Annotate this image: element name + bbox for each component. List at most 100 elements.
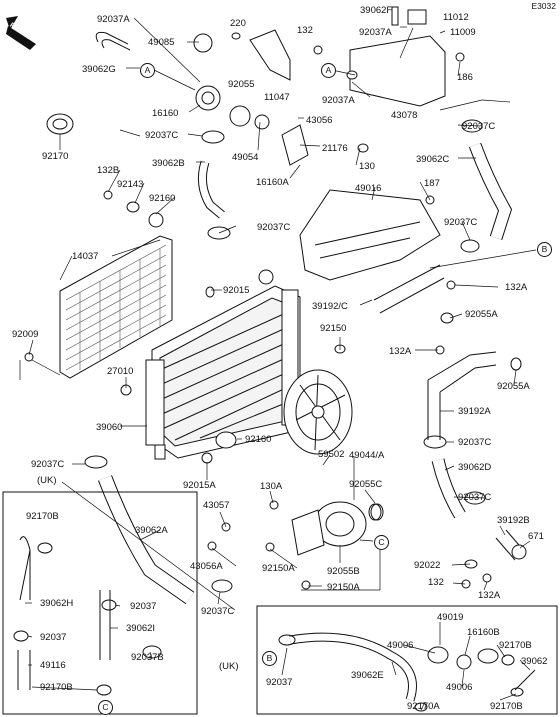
part-number-label: 92170B <box>40 682 73 693</box>
part-number-label: 92055A <box>465 309 498 320</box>
part-number-label: 92037A <box>359 27 392 38</box>
callout-marker: A <box>140 63 155 78</box>
part-number-label: 92055C <box>349 479 383 490</box>
part-number-label: 92037C <box>31 459 65 470</box>
part-number-label: 39062A <box>135 525 168 536</box>
part-number-label: 14037 <box>72 251 99 262</box>
part-number-label: 92150A <box>262 563 295 574</box>
water-pump-drawing <box>291 501 382 556</box>
part-number-label: 43056A <box>190 561 223 572</box>
callout-marker: B <box>537 242 552 257</box>
part-number-label: 39062H <box>40 598 74 609</box>
part-number-label: 39192B <box>497 515 530 526</box>
part-number-label: 92170A <box>407 701 440 712</box>
part-number-label: 132 <box>297 25 313 36</box>
callout-marker: C <box>98 700 113 715</box>
part-number-label: 49006 <box>446 682 473 693</box>
part-number-label: 92170 <box>42 151 69 162</box>
callout-marker: C <box>374 535 389 550</box>
part-number-label: 92037A <box>97 14 130 25</box>
part-number-label: 43056 <box>306 115 333 126</box>
part-number-label: 92037 <box>266 677 293 688</box>
part-number-label: 59502 <box>318 449 345 460</box>
part-number-label: 92037C <box>444 217 478 228</box>
part-number-label: 92170B <box>490 701 523 712</box>
part-number-label: 92055B <box>327 566 360 577</box>
part-number-label: 132A <box>505 282 528 293</box>
front-arrow-icon: FRONT <box>6 14 42 52</box>
part-number-label: 92160 <box>149 193 176 204</box>
radiator-screen-drawing <box>59 235 173 379</box>
part-number-label: 16160A <box>256 177 289 188</box>
part-number-label: 92037C <box>458 492 492 503</box>
part-number-label: 92015A <box>183 480 216 491</box>
part-number-label: 187 <box>424 178 440 189</box>
part-number-label: 39060 <box>96 422 123 433</box>
part-number-label: 49006 <box>387 640 414 651</box>
part-number-label: 92015 <box>223 285 250 296</box>
radiator-drawing <box>145 269 301 460</box>
part-number-label: 132A <box>389 346 412 357</box>
part-number-label: 132A <box>478 590 501 601</box>
part-number-label: 92160 <box>245 434 272 445</box>
part-number-label: 49019 <box>437 612 464 623</box>
part-number-label: 49116 <box>40 660 66 671</box>
part-number-label: 39062 <box>521 656 548 667</box>
part-number-label: 43057 <box>203 500 230 511</box>
shroud-drawing <box>299 189 441 281</box>
diagram-code: E3032 <box>531 1 556 11</box>
part-number-label: 39062B <box>152 158 185 169</box>
part-number-label: 92055A <box>497 381 530 392</box>
part-number-label: 92055 <box>228 79 255 90</box>
reservoir-drawing <box>349 6 446 107</box>
part-number-label: 92037 <box>40 632 67 643</box>
part-number-label: 130A <box>260 481 283 492</box>
part-number-label: 92037C <box>201 606 235 617</box>
part-number-label: 92037C <box>145 130 179 141</box>
part-number-label: 49016 <box>355 183 382 194</box>
part-number-label: 27010 <box>107 366 134 377</box>
part-number-label: 92150 <box>320 323 347 334</box>
fan-drawing <box>283 369 353 455</box>
part-number-label: 92143 <box>117 179 144 190</box>
part-number-label: 92037C <box>462 121 496 132</box>
part-number-label: 92037C <box>257 222 291 233</box>
part-number-label: 92009 <box>12 329 39 340</box>
part-number-label: 39192/C <box>312 301 348 312</box>
part-number-label: 16160 <box>152 108 179 119</box>
part-number-label: 92022 <box>414 560 441 571</box>
part-number-label: 132B <box>97 165 120 176</box>
callout-marker: A <box>321 63 336 78</box>
part-number-label: 220 <box>230 18 246 29</box>
part-number-label: 49044/A <box>349 450 385 461</box>
part-number-label: 92170B <box>499 640 532 651</box>
part-number-label: 39062E <box>351 670 384 681</box>
part-number-label: 92037B <box>131 652 164 663</box>
part-number-label: 39062I <box>126 623 156 634</box>
part-number-label: 92150A <box>327 582 360 593</box>
part-number-label: 130 <box>359 161 375 172</box>
part-number-label: 11012 <box>443 12 469 23</box>
leader-lines <box>19 17 537 711</box>
part-number-label: 11009 <box>450 27 476 38</box>
uk-label-right: (UK) <box>219 661 239 672</box>
uk-box-right <box>256 605 558 715</box>
part-number-label: 16160B <box>467 627 500 638</box>
part-number-label: 186 <box>457 72 473 83</box>
part-number-label: 92170B <box>26 511 59 522</box>
part-number-label: 39062D <box>458 462 492 473</box>
part-number-label: 92037 <box>130 601 157 612</box>
part-number-label: 92037A <box>322 95 355 106</box>
part-number-label: 132 <box>428 577 444 588</box>
part-number-label: 39062G <box>82 64 116 75</box>
callout-marker: B <box>262 651 277 666</box>
part-number-label: 92037C <box>458 437 492 448</box>
uk-box-left <box>2 491 198 715</box>
thermostat-housing-drawing <box>193 29 309 166</box>
part-number-label: 21176 <box>322 143 348 154</box>
part-number-label: 11047 <box>264 92 290 103</box>
part-number-label: 39062C <box>416 154 450 165</box>
part-number-label: 49054 <box>232 152 259 163</box>
